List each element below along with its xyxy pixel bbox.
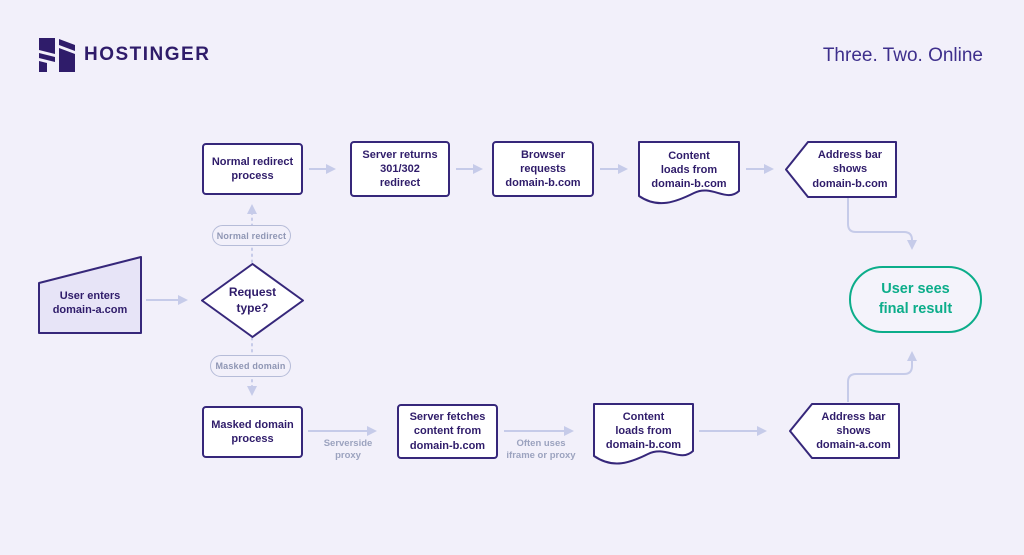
brand-wordmark: HOSTINGER — [84, 44, 211, 65]
node-label: Request type? — [228, 284, 277, 315]
pill-label: Normal redirect — [216, 230, 287, 241]
node-label: Normal redirect process — [211, 155, 294, 182]
edge-label-often-uses: Often uses iframe or proxy — [506, 438, 576, 462]
node-label: User enters domain-a.com — [52, 289, 128, 316]
branch-label-normal-redirect: Normal redirect — [212, 225, 291, 246]
node-label: User sees final result — [878, 280, 953, 317]
node-address-bar-domain-b: Address bar shows domain-b.com — [785, 141, 897, 198]
node-user-enters: User enters domain-a.com — [38, 256, 142, 334]
node-content-loads-bottom: Content loads from domain-b.com — [593, 403, 694, 471]
pill-label: Masked domain — [215, 361, 286, 371]
node-label: Content loads from domain-b.com — [651, 149, 727, 191]
node-label: Browser requests domain-b.com — [505, 148, 581, 190]
node-label: Content loads from domain-b.com — [605, 410, 682, 452]
node-label: Masked domain process — [211, 418, 294, 445]
node-label: Server fetches content from domain-b.com — [409, 411, 486, 452]
node-normal-redirect-process: Normal redirect process — [202, 143, 303, 195]
node-server-returns-redirect: Server returns 301/302 redirect — [350, 141, 450, 197]
node-address-bar-domain-a: Address bar shows domain-a.com — [789, 403, 900, 459]
node-user-sees-final-result: User sees final result — [849, 266, 982, 333]
node-label: Server returns 301/302 redirect — [362, 148, 438, 190]
node-server-fetches: Server fetches content from domain-b.com — [397, 404, 498, 459]
branch-label-masked-domain: Masked domain — [210, 355, 291, 377]
node-masked-domain-process: Masked domain process — [202, 406, 303, 458]
brand-tagline: Three. Two. Online — [822, 45, 983, 66]
hostinger-logo-icon — [39, 38, 75, 72]
node-request-type: Request type? — [201, 263, 304, 338]
edge-label-serverside-proxy: Serverside proxy — [323, 438, 373, 462]
node-label: Address bar shows domain-a.com — [816, 410, 891, 452]
node-label: Address bar shows domain-b.com — [812, 149, 888, 190]
node-browser-requests: Browser requests domain-b.com — [492, 141, 594, 197]
node-content-loads-top: Content loads from domain-b.com — [638, 141, 740, 211]
